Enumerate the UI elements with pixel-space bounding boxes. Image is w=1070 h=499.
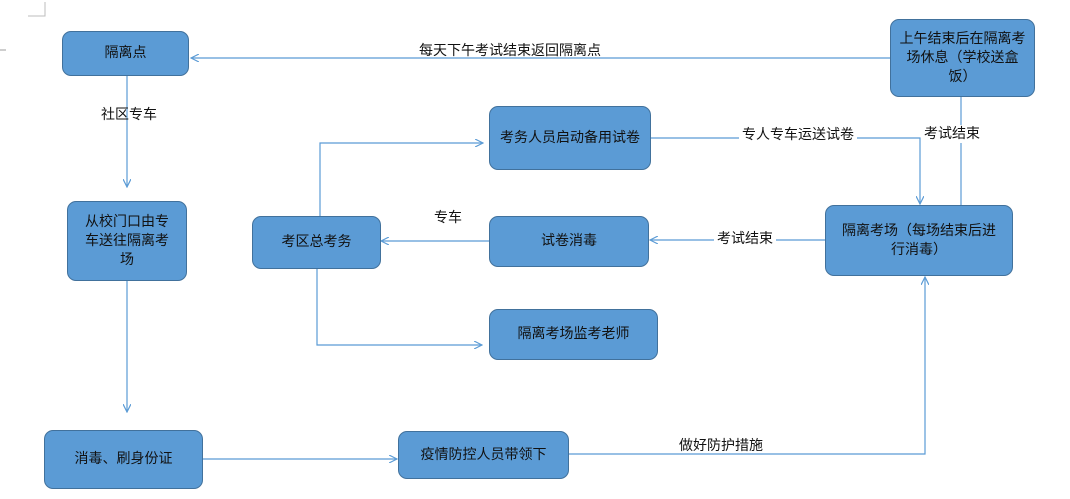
edge-district-to-invigilator: [316, 268, 482, 345]
node-epidemic-staff: 疫情防控人员带领下: [398, 431, 569, 479]
node-invigilator: 隔离考场监考老师: [489, 309, 658, 360]
label-protection: 做好防护措施: [679, 438, 763, 454]
node-paper-disinfect: 试卷消毒: [489, 216, 649, 267]
label-exam-end-mid: 考试结束: [714, 230, 776, 248]
label-courier-car: 专人专车运送试卷: [739, 126, 857, 144]
node-morning-rest: 上午结束后在隔离考场休息（学校送盒饭）: [890, 19, 1035, 97]
label-community-car: 社区专车: [101, 107, 157, 123]
label-special-car: 专车: [434, 210, 462, 226]
node-district-office: 考区总考务: [252, 216, 381, 269]
node-isolation-point: 隔离点: [62, 31, 189, 76]
edge-exam-staff-to-room: [651, 137, 920, 204]
edge-epidemic-staff-to-isolation-room: [569, 277, 925, 455]
label-return-daily: 每天下午考试结束返回隔离点: [419, 43, 601, 59]
node-isolation-room: 隔离考场（每场结束后进行消毒）: [825, 205, 1013, 276]
node-exam-staff-backup: 考务人员启动备用试卷: [489, 106, 651, 170]
page-corner-mark: [0, 2, 46, 51]
node-disinfect-id: 消毒、刷身份证: [44, 430, 203, 489]
label-exam-end-top: 考试结束: [921, 125, 983, 143]
node-gate-transfer: 从校门口由专车送往隔离考场: [67, 201, 187, 281]
edge-district-to-exam-staff: [319, 143, 483, 216]
